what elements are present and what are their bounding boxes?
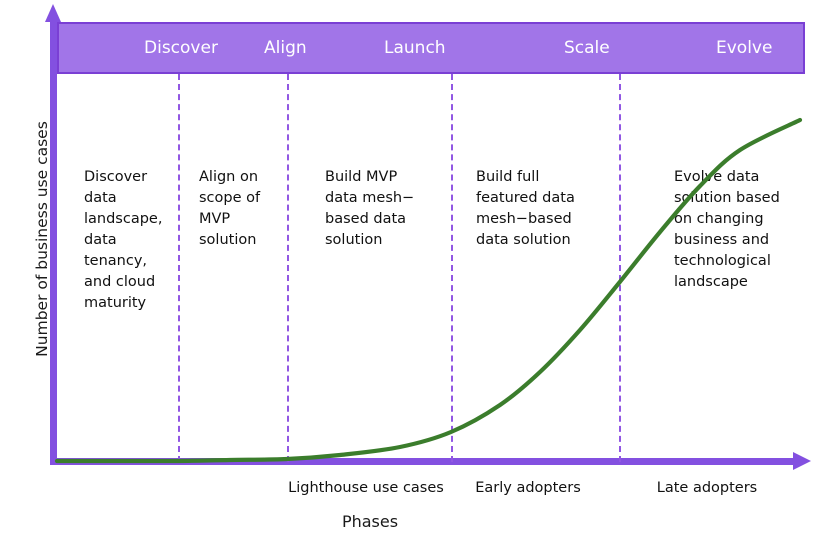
phase-description-launch: Build MVP data mesh− based data solution <box>325 169 415 248</box>
phase-label-evolve[interactable]: Evolve <box>716 38 773 58</box>
phase-description-scale: Build full featured data mesh−based data… <box>476 169 575 248</box>
phase-description-evolve: Evolve data solution based on changing b… <box>674 169 780 290</box>
x-axis-arrow-icon <box>793 452 811 470</box>
phase-divider-3 <box>451 74 453 462</box>
x-axis-title: Phases <box>341 512 399 531</box>
y-axis-arrow-icon <box>45 4 61 22</box>
phase-description-discover: Discover data landscape, data tenancy, a… <box>84 169 163 311</box>
phase-divider-4 <box>619 74 621 462</box>
x-axis-line <box>50 458 795 465</box>
phase-description-align: Align on scope of MVP solution <box>199 169 261 248</box>
phase-label-launch[interactable]: Launch <box>384 38 446 58</box>
y-axis-title: Number of business use cases <box>33 121 51 357</box>
x-tick-label-1: Lighthouse use cases <box>288 480 444 496</box>
x-tick-label-3: Late adopters <box>656 480 758 496</box>
y-axis-line <box>50 20 57 465</box>
phase-label-align[interactable]: Align <box>264 38 307 58</box>
phase-header-bar: Discover Align Launch Scale Evolve <box>57 22 805 74</box>
phase-label-scale[interactable]: Scale <box>564 38 610 58</box>
phase-divider-2 <box>287 74 289 462</box>
phase-divider-1 <box>178 74 180 462</box>
x-tick-label-2: Early adopters <box>475 480 581 496</box>
phase-label-discover[interactable]: Discover <box>144 38 218 58</box>
